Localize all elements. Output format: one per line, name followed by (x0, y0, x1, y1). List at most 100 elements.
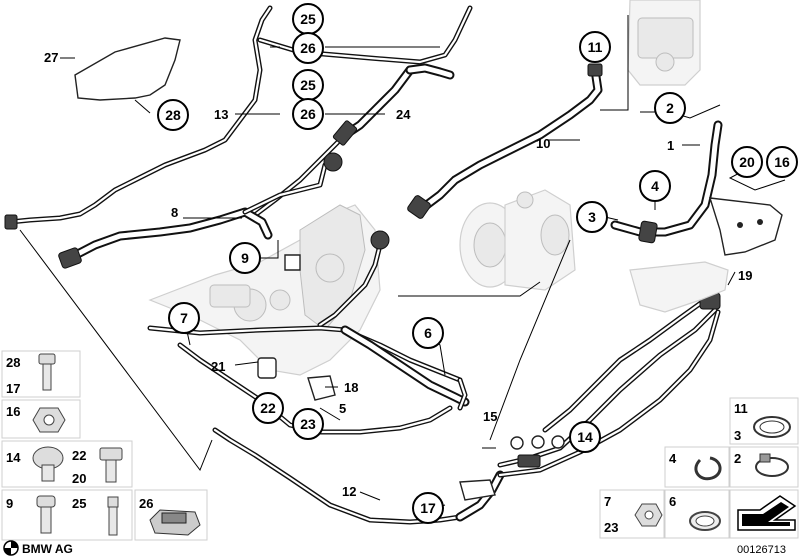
screw-icon (36, 495, 56, 534)
line-8 (58, 152, 343, 269)
svg-text:11: 11 (588, 39, 603, 55)
legend-right: 11 3 4 2 7 23 6 (599, 397, 799, 539)
bracket-19 (629, 261, 729, 313)
legend-16: 16 (6, 404, 20, 419)
legend-7: 7 (604, 494, 611, 509)
hex-nut-icon (634, 503, 663, 527)
label-24: 24 (396, 107, 411, 122)
svg-text:26: 26 (300, 40, 316, 56)
label-1: 1 (667, 138, 674, 153)
power-steering-pump-ghost (459, 189, 576, 291)
heat-shield-27 (74, 37, 181, 101)
hose-1 (610, 120, 723, 244)
svg-text:6: 6 (424, 325, 432, 341)
cooler-loop-14 (497, 292, 721, 478)
label-5: 5 (339, 401, 346, 416)
legend-28: 28 (6, 355, 20, 370)
arrow-icon (737, 495, 797, 531)
callout-4: 4 (639, 170, 671, 202)
legend-left: 28 17 16 14 22 20 9 25 (1, 350, 208, 541)
legend-23: 23 (604, 520, 618, 535)
callout-22: 22 (252, 392, 284, 424)
callout-16: 16 (766, 146, 798, 178)
stud-icon (107, 496, 119, 536)
legend-20: 20 (72, 471, 86, 486)
brand-text: BMW AG (22, 542, 73, 556)
legend-2: 2 (734, 451, 741, 466)
fittings (257, 254, 496, 501)
callout-26a: 26 (292, 32, 324, 64)
callout-14: 14 (569, 421, 601, 453)
bracket-16 (709, 197, 783, 256)
label-13: 13 (214, 107, 228, 122)
svg-text:25: 25 (300, 77, 316, 93)
callout-23: 23 (292, 408, 324, 440)
washers-15 (510, 435, 565, 450)
legend-14: 14 (6, 450, 21, 465)
svg-text:16: 16 (774, 154, 790, 170)
legend-11: 11 (734, 401, 748, 416)
svg-text:2: 2 (666, 100, 674, 116)
legend-17: 17 (6, 381, 20, 396)
legend-6: 6 (669, 494, 676, 509)
svg-text:9: 9 (241, 250, 249, 266)
callout-2: 2 (654, 92, 686, 124)
hose-24 (252, 63, 455, 218)
svg-text:23: 23 (300, 416, 316, 432)
label-8: 8 (171, 205, 178, 220)
hose-10 (407, 63, 603, 219)
callout-11: 11 (579, 31, 611, 63)
legend-4: 4 (669, 451, 677, 466)
svg-text:26: 26 (300, 106, 316, 122)
callout-6: 6 (412, 317, 444, 349)
legend-9: 9 (6, 496, 13, 511)
bolt-flange-icon (99, 447, 123, 483)
steering-gear-ghost (148, 204, 381, 376)
legend-26: 26 (139, 496, 153, 511)
svg-text:14: 14 (577, 429, 593, 445)
svg-text:22: 22 (260, 400, 276, 416)
callout-25a: 25 (292, 3, 324, 35)
nut-icon (32, 407, 66, 433)
callout-28: 28 (157, 99, 189, 131)
label-10: 10 (536, 136, 550, 151)
line-12 (212, 427, 505, 525)
svg-text:7: 7 (180, 310, 188, 326)
legend-3: 3 (734, 428, 741, 443)
callout-25b: 25 (292, 69, 324, 101)
svg-text:4: 4 (651, 178, 659, 194)
callout-3: 3 (576, 201, 608, 233)
label-12: 12 (342, 484, 356, 499)
legend-25: 25 (72, 496, 86, 511)
legend-22: 22 (72, 448, 86, 463)
callout-26b: 26 (292, 98, 324, 130)
svg-text:28: 28 (165, 107, 181, 123)
label-19: 19 (738, 268, 752, 283)
bolt-large-icon (32, 446, 64, 482)
callout-20: 20 (731, 146, 763, 178)
label-27: 27 (44, 50, 58, 65)
label-18: 18 (344, 380, 358, 395)
hose-clamp-icon (753, 416, 791, 438)
bmw-logo: BMW AG (3, 540, 73, 556)
clip-nut-icon (149, 509, 201, 536)
callout-7: 7 (168, 302, 200, 334)
reservoir-ghost (600, 0, 701, 111)
label-21: 21 (211, 359, 225, 374)
svg-text:3: 3 (588, 209, 596, 225)
svg-text:17: 17 (420, 500, 436, 516)
bolt-icon (38, 353, 56, 391)
svg-text:20: 20 (739, 154, 755, 170)
spring-clamp-icon (694, 456, 722, 481)
diagram-id: 00126713 (737, 544, 786, 556)
plain-labels: 27 13 24 8 10 1 19 21 18 5 15 12 (44, 50, 752, 499)
callout-9: 9 (229, 242, 261, 274)
pump-lines (147, 230, 470, 435)
svg-text:25: 25 (300, 11, 316, 27)
worm-clamp-icon (755, 453, 789, 477)
label-15: 15 (483, 409, 497, 424)
sealing-ring-icon (689, 511, 721, 531)
callout-17: 17 (412, 492, 444, 524)
